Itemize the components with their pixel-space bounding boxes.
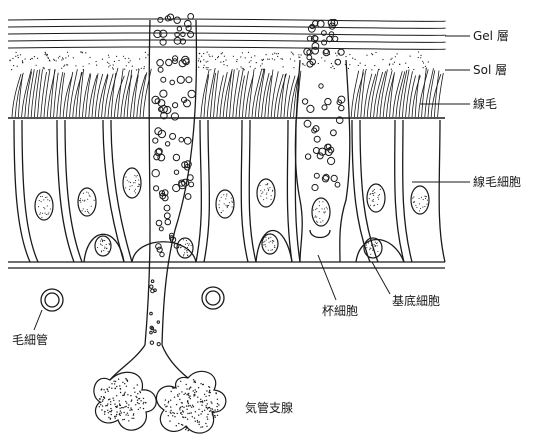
label-cilia: 線毛: [473, 96, 497, 111]
ciliated-cell: [241, 120, 248, 262]
gland-duct: [110, 20, 196, 380]
basement-membrane: [8, 262, 445, 268]
label-goblet-cell: 杯細胞: [322, 304, 358, 318]
ciliated-cell: [403, 120, 412, 262]
ciliated-cell: [111, 120, 132, 262]
label-sol-layer: Sol 層: [473, 63, 507, 77]
cilia: [12, 68, 443, 117]
label-gel-layer: Gel 層: [473, 29, 509, 43]
ciliated-cell: [103, 120, 124, 262]
label-capillary: 毛細管: [12, 332, 48, 347]
ciliated-cell: [22, 120, 38, 262]
goblet-cell: [295, 60, 349, 262]
ciliated-cell: [204, 120, 209, 262]
basal-cell-nuclei: [95, 234, 382, 258]
mucus-granules: [150, 14, 345, 346]
sol-layer: [9, 51, 429, 70]
label-basal-cell: 基底細胞: [392, 293, 440, 308]
ciliated-cells: [14, 120, 445, 262]
basal-cell-outline: [132, 242, 196, 262]
ciliated-cell: [287, 120, 292, 262]
acinus-stipple: [99, 378, 220, 431]
label-ciliated-cell: 線毛細胞: [473, 174, 521, 189]
capillaries: [41, 287, 224, 311]
ciliated-cell: [249, 120, 256, 262]
ciliated-cell-nuclei: [35, 168, 429, 226]
capillary-right: [202, 287, 224, 309]
nucleus-stipple: [38, 175, 428, 257]
label-bronchial-gland: 気管支腺: [245, 400, 293, 415]
ciliated-cell: [439, 120, 445, 262]
capillary-left: [41, 289, 63, 311]
gel-layer: [8, 19, 445, 49]
ciliated-cell: [196, 120, 201, 262]
